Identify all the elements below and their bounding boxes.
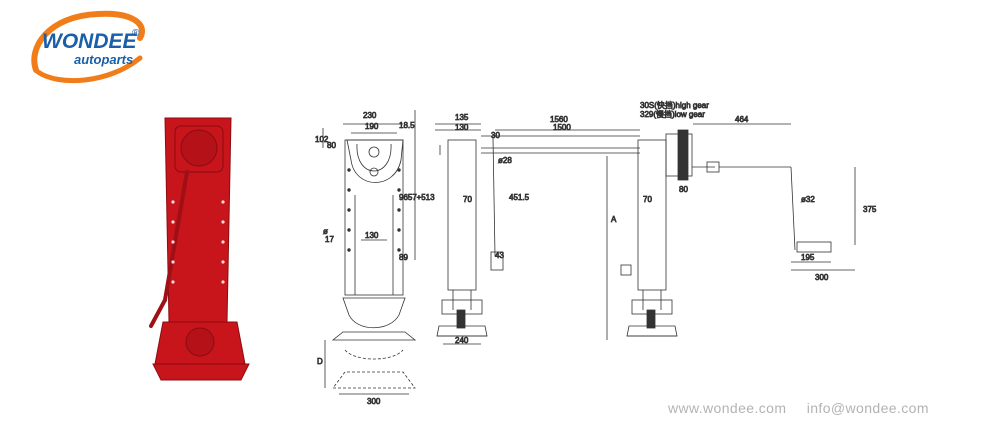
gear-high-label: 30S(快挡)high gear <box>640 100 709 110</box>
front-dim-5: 9657÷513 <box>399 193 435 202</box>
side-dim-15: 375 <box>863 205 877 214</box>
front-dim-3: 80 <box>327 141 336 150</box>
front-dim-11: 300 <box>367 397 381 405</box>
side-dim-13: 464 <box>735 115 749 124</box>
front-dim-2: 102 <box>315 135 329 144</box>
side-dim-8: 43 <box>495 251 504 260</box>
registered-mark: ® <box>132 28 140 39</box>
front-view: 230 190 102 80 18.5 9657÷513 89 130 ø 17… <box>315 110 435 406</box>
side-dim-5: ø28 <box>498 156 512 165</box>
website-link[interactable]: www.wondee.com <box>668 400 787 416</box>
front-dim-7: 130 <box>365 231 379 240</box>
front-dim-9: 17 <box>325 235 334 244</box>
side-dim-7: 70 <box>463 195 472 204</box>
brand-name: WONDEE <box>42 30 137 53</box>
side-dim-1: 130 <box>455 123 469 132</box>
brand-tagline: autoparts <box>74 52 133 67</box>
side-dim-12: 80 <box>679 185 688 194</box>
side-dim-6: 451.5 <box>509 193 530 202</box>
side-dim-3: 1560 <box>550 115 568 124</box>
front-dim-1: 190 <box>365 122 379 131</box>
contact-footer: www.wondee.com info@wondee.com <box>668 400 945 416</box>
gear-low-label: 329(慢挡)low gear <box>640 109 705 119</box>
front-dim-4: 18.5 <box>399 121 415 130</box>
side-view: 135 130 30 1560 1500 ø28 451.5 70 43 240… <box>435 100 877 345</box>
side-dim-0: 135 <box>455 113 469 122</box>
side-dim-2: 30 <box>491 131 500 140</box>
front-dim-10: D <box>317 357 323 366</box>
side-dim-14: ø32 <box>801 195 815 204</box>
landing-gear-photo <box>145 112 255 392</box>
technical-drawing: 230 190 102 80 18.5 9657÷513 89 130 ø 17… <box>295 100 885 407</box>
front-dim-6: 89 <box>399 253 408 262</box>
side-dim-4: 1500 <box>553 123 571 132</box>
front-dim-8: ø <box>323 227 328 236</box>
side-dim-17: 300 <box>815 273 829 282</box>
front-dim-0: 230 <box>363 111 377 120</box>
side-dim-10: A <box>611 215 617 224</box>
side-dim-9: 240 <box>455 336 469 345</box>
side-dim-16: 195 <box>801 253 815 262</box>
brand-logo: WONDEE ® autoparts <box>28 8 168 88</box>
email-link[interactable]: info@wondee.com <box>806 400 929 416</box>
side-dim-11: 70 <box>643 195 652 204</box>
